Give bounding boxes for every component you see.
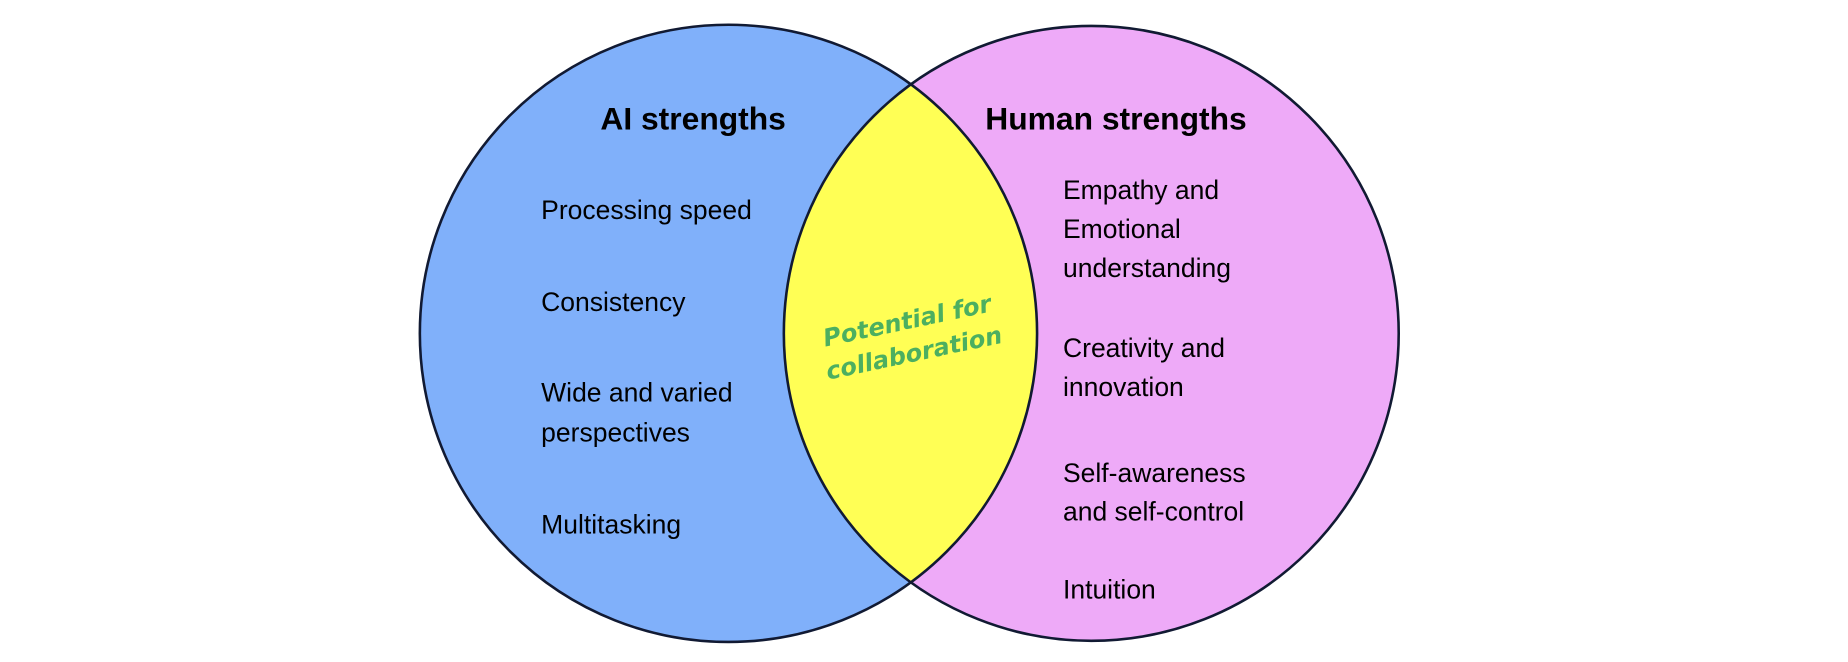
ai-item: perspectives	[541, 418, 690, 448]
human-item: and self-control	[1063, 497, 1244, 527]
ai-circle-outline	[418, 23, 1039, 644]
human-strengths-title: Human strengths	[985, 101, 1246, 137]
human-item: Self-awareness	[1063, 458, 1246, 488]
human-item: innovation	[1063, 372, 1184, 402]
ai-item: Processing speed	[541, 195, 752, 225]
overlap-region	[783, 25, 1038, 641]
human-circle-outline	[782, 24, 1401, 643]
human-item: Empathy and	[1063, 175, 1219, 205]
ai-strengths-title: AI strengths	[600, 101, 786, 137]
human-item: Intuition	[1063, 574, 1156, 604]
human-item: understanding	[1063, 253, 1231, 283]
ai-item: Wide and varied	[541, 378, 733, 408]
human-item: Creativity and	[1063, 333, 1225, 363]
ai-item: Multitasking	[541, 510, 681, 540]
ai-item: Consistency	[541, 287, 686, 317]
human-item: Emotional	[1063, 214, 1181, 244]
